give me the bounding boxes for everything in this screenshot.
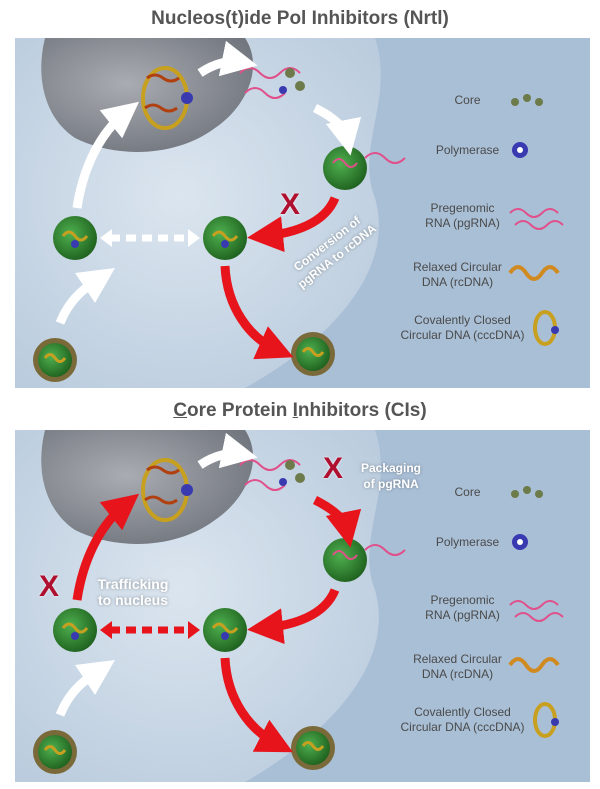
legend-core-label: Core xyxy=(454,93,481,107)
conversion-arrow xyxy=(247,196,340,253)
legend-polymerase-icon xyxy=(512,142,528,158)
capsid-middle xyxy=(203,608,247,652)
nrtl-panel: X Conversion of pgRNA to rcDNA Core Poly… xyxy=(15,38,590,388)
legend-cccdna-icon xyxy=(533,702,559,738)
legend-rcdna-icon xyxy=(508,657,560,673)
transcription-arrow xyxy=(197,40,258,77)
legend-core-label: Core xyxy=(454,485,481,499)
capsid-left xyxy=(53,608,97,652)
nucleus xyxy=(41,38,254,152)
legend-pgrna-icon xyxy=(509,600,564,622)
cccdna-in-nucleus xyxy=(141,66,193,130)
transcription-arrow xyxy=(197,432,258,469)
nucleus xyxy=(41,430,254,544)
legend-core-icon xyxy=(511,486,543,498)
conversion-arrow xyxy=(247,588,340,645)
capsid-middle xyxy=(203,216,247,260)
nucleocapsid-assembling xyxy=(323,538,406,582)
packaging-arrow xyxy=(312,495,362,548)
ci-diagram xyxy=(15,430,590,782)
top-panel-title: Nucleos(t)ide Pol Inhibitors (Nrtl) xyxy=(151,8,449,29)
nrtl-diagram xyxy=(15,38,590,388)
cccdna-in-nucleus xyxy=(141,458,193,522)
virion-exiting xyxy=(291,726,335,770)
entry-arrow xyxy=(55,268,115,325)
legend-polymerase-label: Polymerase xyxy=(435,143,500,157)
packaging-label: Packaging of pgRNA xyxy=(360,461,422,491)
legend-pgrna-icon xyxy=(509,208,564,230)
legend-cccdna-icon xyxy=(533,310,559,346)
conversion-inhibit-mark: X xyxy=(280,188,301,221)
nucleocapsid-assembling xyxy=(323,146,406,190)
import-to-nucleus-arrow xyxy=(72,101,140,209)
import-to-nucleus-arrow xyxy=(72,493,140,601)
capsid-left xyxy=(53,216,97,260)
secretion-arrow xyxy=(220,265,294,360)
packaging-arrow xyxy=(312,103,362,156)
secretion-arrow xyxy=(220,657,293,753)
virion-entering xyxy=(33,730,77,774)
legend-polymerase-label: Polymerase xyxy=(435,535,500,549)
virion-exiting xyxy=(291,332,335,376)
trafficking-label: Trafficking to nucleus xyxy=(97,576,169,608)
pgrna-and-cores xyxy=(239,67,305,99)
ci-panel: X Packaging of pgRNA X Trafficking to nu… xyxy=(15,430,590,782)
legend-rcdna-icon xyxy=(508,265,560,281)
recycling-arrowheads xyxy=(100,229,200,247)
legend-polymerase-icon xyxy=(512,534,528,550)
virion-entering xyxy=(33,338,77,382)
entry-arrow xyxy=(55,660,115,717)
trafficking-inhibit-mark: X xyxy=(39,570,60,603)
packaging-inhibit-mark: X xyxy=(323,452,344,485)
bottom-panel-title: Core Protein Inhibitors (CIs) xyxy=(173,400,427,421)
legend-core-icon xyxy=(511,94,543,106)
recycling-arrowheads xyxy=(100,621,200,639)
